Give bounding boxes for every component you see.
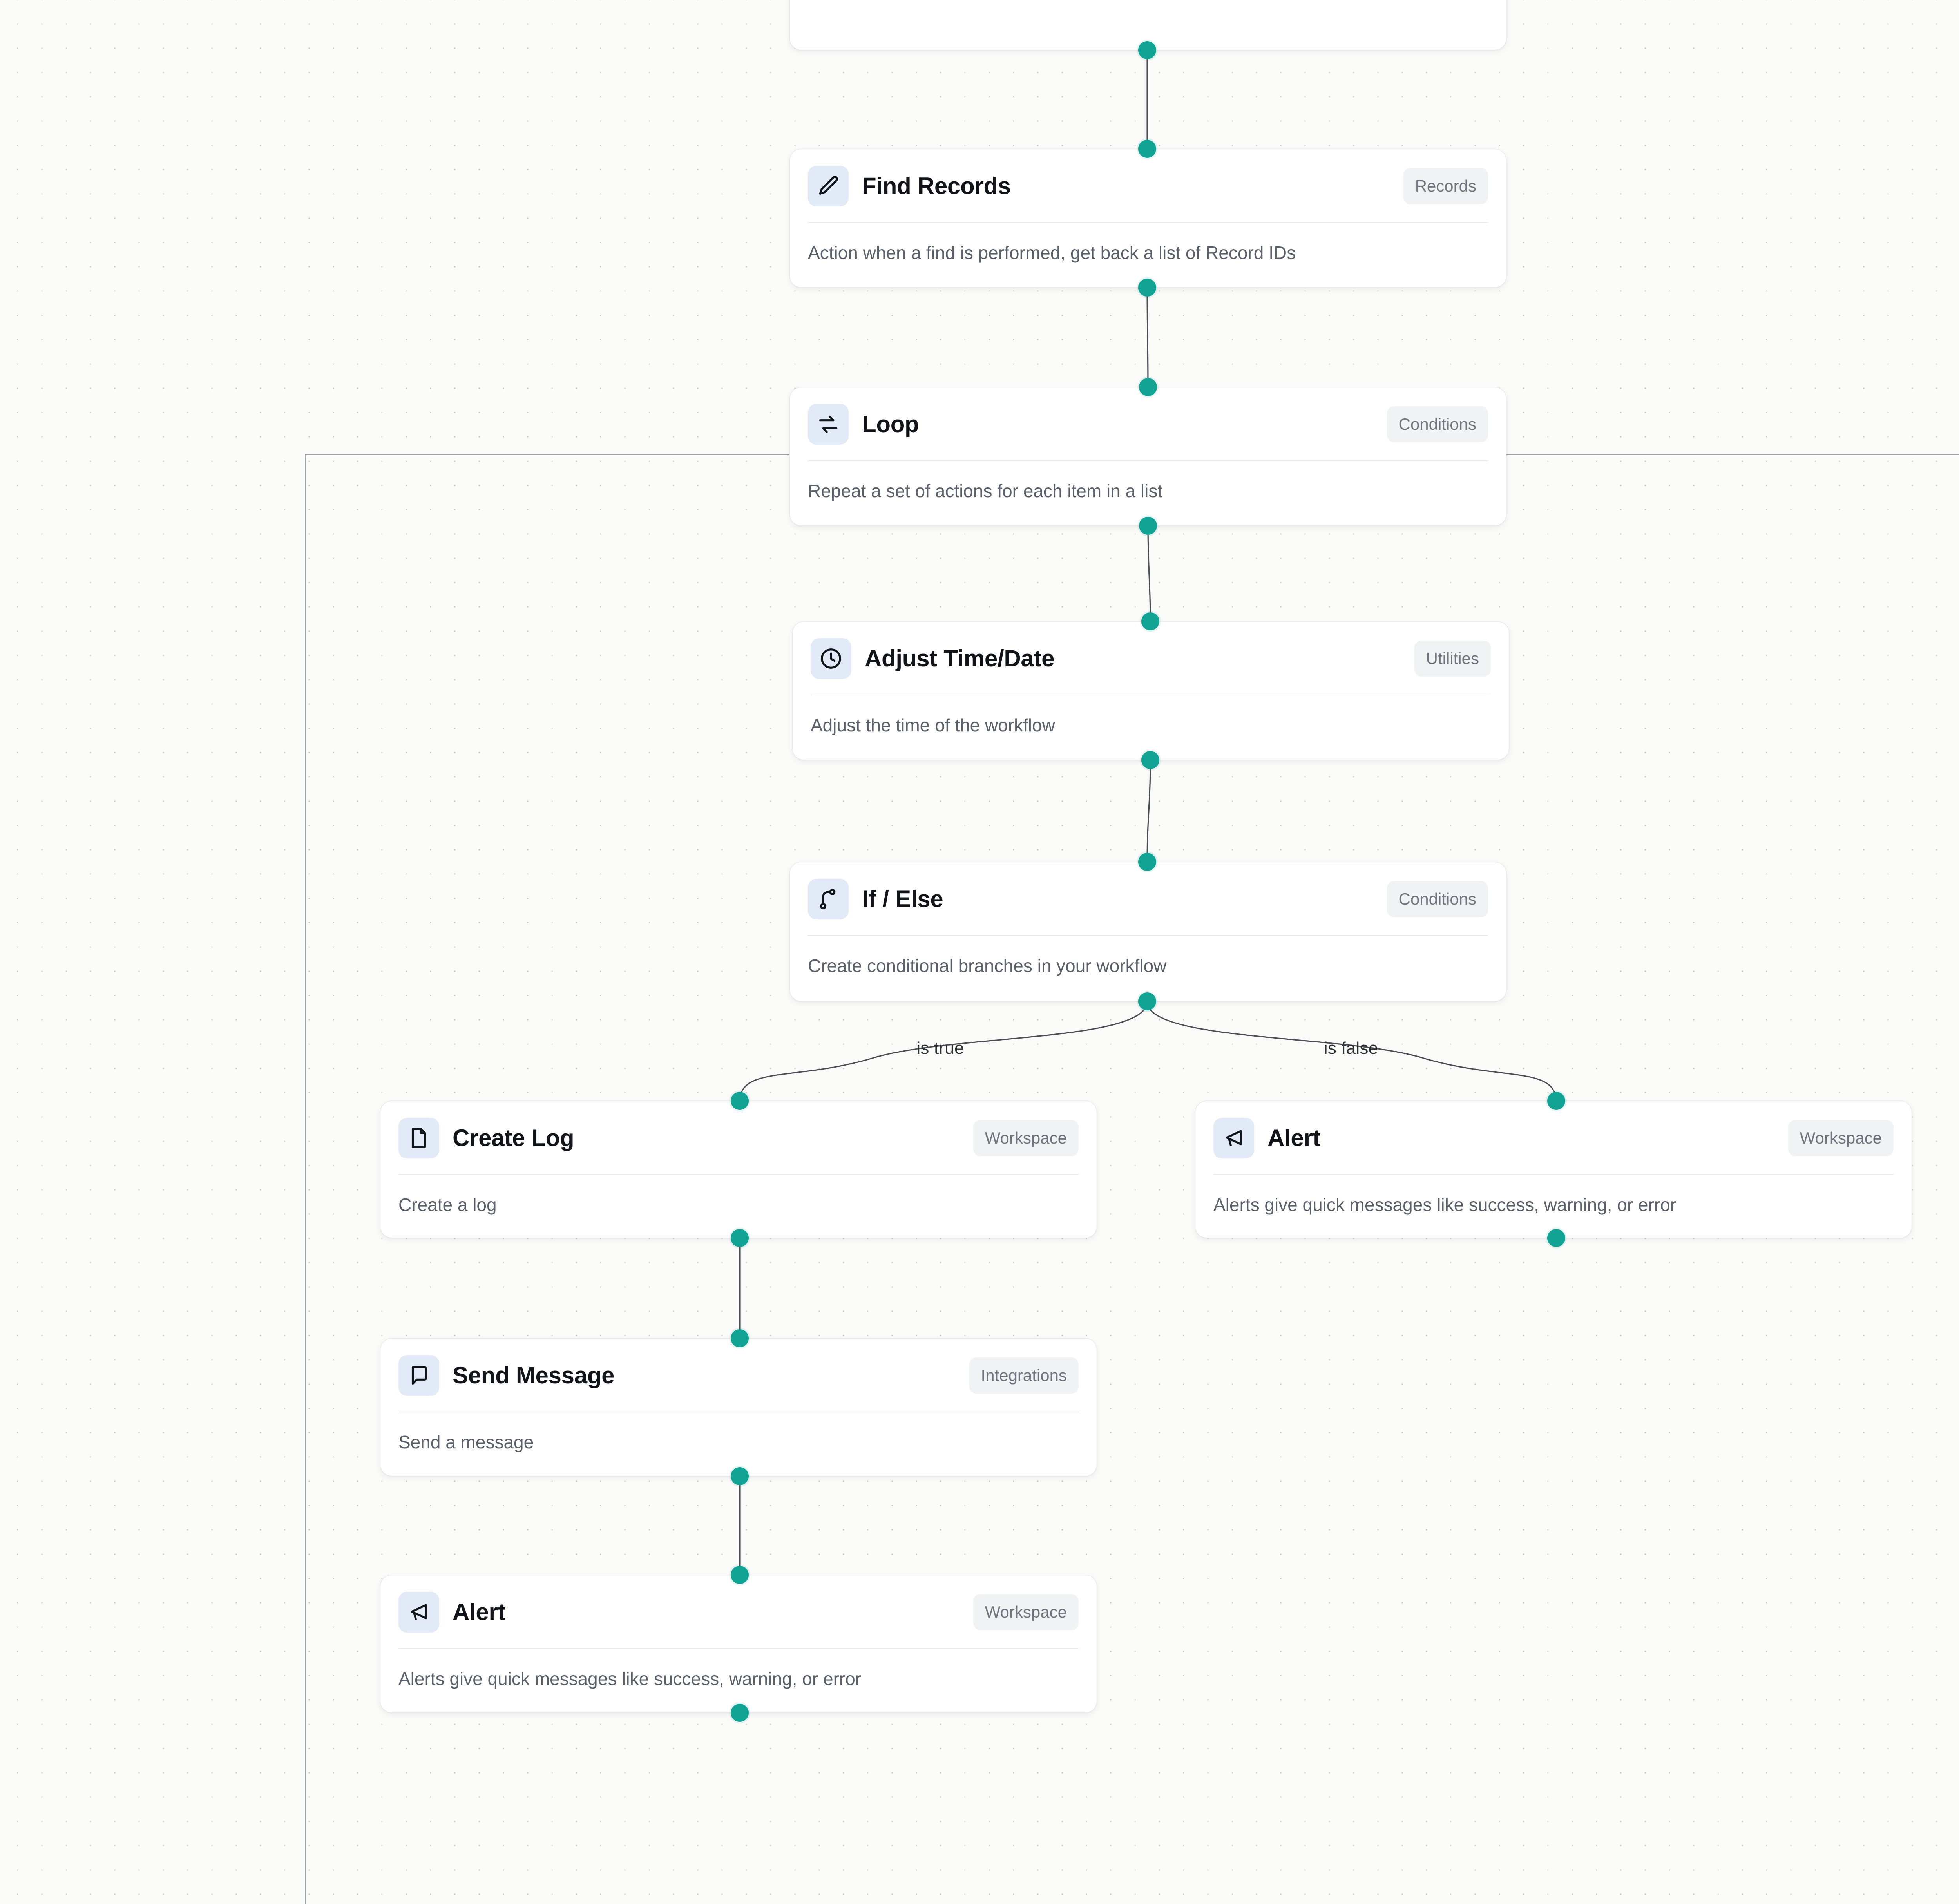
connector-dot-ifelse-out[interactable] [1138, 992, 1156, 1010]
node-tag-badge: Conditions [1387, 406, 1488, 442]
connector-dot-loop-out[interactable] [1139, 517, 1157, 535]
node-header: Adjust Time/Date Utilities [793, 622, 1509, 695]
pencil-icon [808, 166, 849, 206]
connector-dot-sendmessage-in[interactable] [731, 1329, 749, 1347]
branch-icon [808, 879, 849, 919]
node-title: Find Records [862, 173, 1011, 199]
connector-dot-createlog-out[interactable] [731, 1229, 749, 1247]
connector-dot-createlog-in[interactable] [731, 1092, 749, 1110]
node-tag-badge: Workspace [1788, 1120, 1894, 1156]
node-title: Alert [453, 1599, 506, 1625]
node-adjust-time-date-top[interactable]: Adjust the time of the workflow [789, 0, 1506, 50]
megaphone-icon [1213, 1118, 1254, 1158]
connector-dot-alerttrue-in[interactable] [731, 1566, 749, 1584]
node-header: Send Message Integrations [380, 1339, 1097, 1412]
connector-dot-sendmessage-out[interactable] [731, 1467, 749, 1485]
node-description: Create a log [398, 1194, 497, 1215]
node-if-else[interactable]: If / Else Conditions Create conditional … [789, 862, 1506, 1001]
edge-label-is-false: is false [1324, 1039, 1378, 1058]
node-description: Repeat a set of actions for each item in… [808, 480, 1163, 501]
node-title: Send Message [453, 1362, 615, 1388]
connector-dot-findrecords-in[interactable] [1138, 140, 1156, 158]
card-divider [808, 935, 1488, 936]
node-description: Adjust the time of the workflow [790, 0, 1506, 2]
node-title: Create Log [453, 1125, 574, 1151]
edge-label-is-true: is true [916, 1039, 964, 1058]
node-header: If / Else Conditions [790, 862, 1506, 935]
node-description: Alerts give quick messages like success,… [398, 1668, 862, 1689]
node-create-log[interactable]: Create Log Workspace Create a log [380, 1101, 1097, 1238]
node-header: Create Log Workspace [380, 1101, 1097, 1174]
node-description: Adjust the time of the workflow [811, 715, 1055, 735]
node-tag-badge: Conditions [1387, 881, 1488, 917]
card-divider [1213, 1174, 1894, 1175]
node-find-records[interactable]: Find Records Records Action when a find … [789, 149, 1506, 288]
connector-dot-alertfalse-out[interactable] [1547, 1229, 1565, 1247]
node-tag-badge: Integrations [969, 1357, 1079, 1394]
node-description: Alerts give quick messages like success,… [1213, 1194, 1677, 1215]
node-tag-badge: Workspace [973, 1594, 1079, 1630]
node-adjust-time-date[interactable]: Adjust Time/Date Utilities Adjust the ti… [792, 621, 1509, 760]
node-tag-badge: Records [1403, 168, 1488, 204]
connector-dot-loop-in[interactable] [1139, 378, 1157, 396]
node-header: Alert Workspace [380, 1575, 1097, 1648]
node-description: Send a message [398, 1432, 534, 1452]
node-alert-false-branch[interactable]: Alert Workspace Alerts give quick messag… [1195, 1101, 1912, 1238]
document-icon [398, 1118, 439, 1158]
connector-dot-adjusttime-in[interactable] [1141, 612, 1159, 630]
edge-findrecords-to-loop [1146, 287, 1149, 387]
node-description: Action when a find is performed, get bac… [808, 242, 1296, 263]
card-divider [808, 222, 1488, 223]
node-title: Alert [1267, 1125, 1321, 1151]
connector-dot-adjusttop-out[interactable] [1138, 41, 1156, 59]
node-title: Loop [862, 411, 919, 437]
connector-dot-adjusttime-out[interactable] [1141, 751, 1159, 769]
node-tag-badge: Utilities [1414, 641, 1491, 677]
card-divider [808, 460, 1488, 461]
connector-dot-ifelse-in[interactable] [1138, 853, 1156, 871]
loop-icon [808, 404, 849, 445]
node-description: Create conditional branches in your work… [808, 955, 1167, 976]
node-send-message[interactable]: Send Message Integrations Send a message [380, 1338, 1097, 1476]
megaphone-icon [398, 1592, 439, 1633]
node-header: Loop Conditions [790, 387, 1506, 460]
connector-dot-alertfalse-in[interactable] [1547, 1092, 1565, 1110]
connector-dot-findrecords-out[interactable] [1138, 279, 1156, 297]
chat-bubble-icon [398, 1355, 439, 1396]
card-divider [398, 1174, 1079, 1175]
clock-icon [811, 638, 851, 679]
connector-dot-alerttrue-out[interactable] [731, 1704, 749, 1722]
node-alert-true-branch[interactable]: Alert Workspace Alerts give quick messag… [380, 1575, 1097, 1713]
card-divider [398, 1648, 1079, 1649]
node-title: Adjust Time/Date [865, 645, 1055, 671]
node-header: Find Records Records [790, 149, 1506, 222]
node-header: Alert Workspace [1195, 1101, 1912, 1174]
node-loop[interactable]: Loop Conditions Repeat a set of actions … [789, 387, 1506, 526]
node-tag-badge: Workspace [973, 1120, 1079, 1156]
node-title: If / Else [862, 886, 943, 912]
